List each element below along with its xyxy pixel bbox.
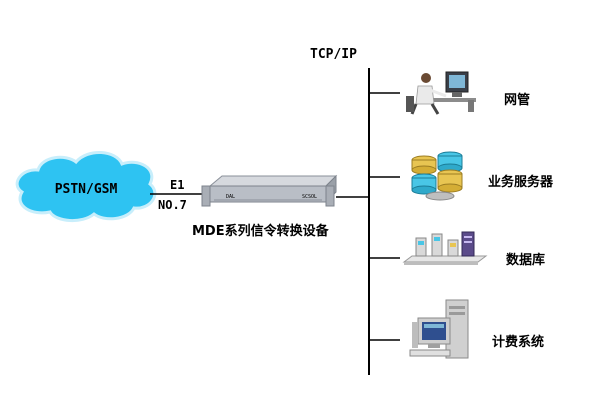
node-label-billing: 计费系统 — [492, 334, 544, 350]
operator-workstation-icon — [406, 71, 476, 115]
bus-label: TCP/IP — [310, 47, 357, 62]
device-face-right-text: SCSOL — [302, 194, 317, 200]
billing-computer-icon — [409, 299, 469, 359]
mde-device-icon: DAL SCSOL — [201, 174, 338, 207]
node-label-nms: 网管 — [504, 92, 530, 108]
node-label-server: 业务服务器 — [488, 174, 554, 190]
cloud-label: PSTN/GSM — [55, 182, 118, 197]
server-stack-icon — [411, 151, 463, 201]
link-label-no7: NO.7 — [158, 198, 187, 212]
pstn-gsm-cloud: PSTN/GSM — [15, 151, 157, 222]
device-caption: MDE系列信令转换设备 — [192, 223, 330, 239]
link-label-e1: E1 — [170, 178, 184, 192]
node-label-database: 数据库 — [506, 252, 545, 268]
device-face-left-text: DAL — [226, 194, 235, 200]
database-cluster-icon — [402, 231, 488, 265]
